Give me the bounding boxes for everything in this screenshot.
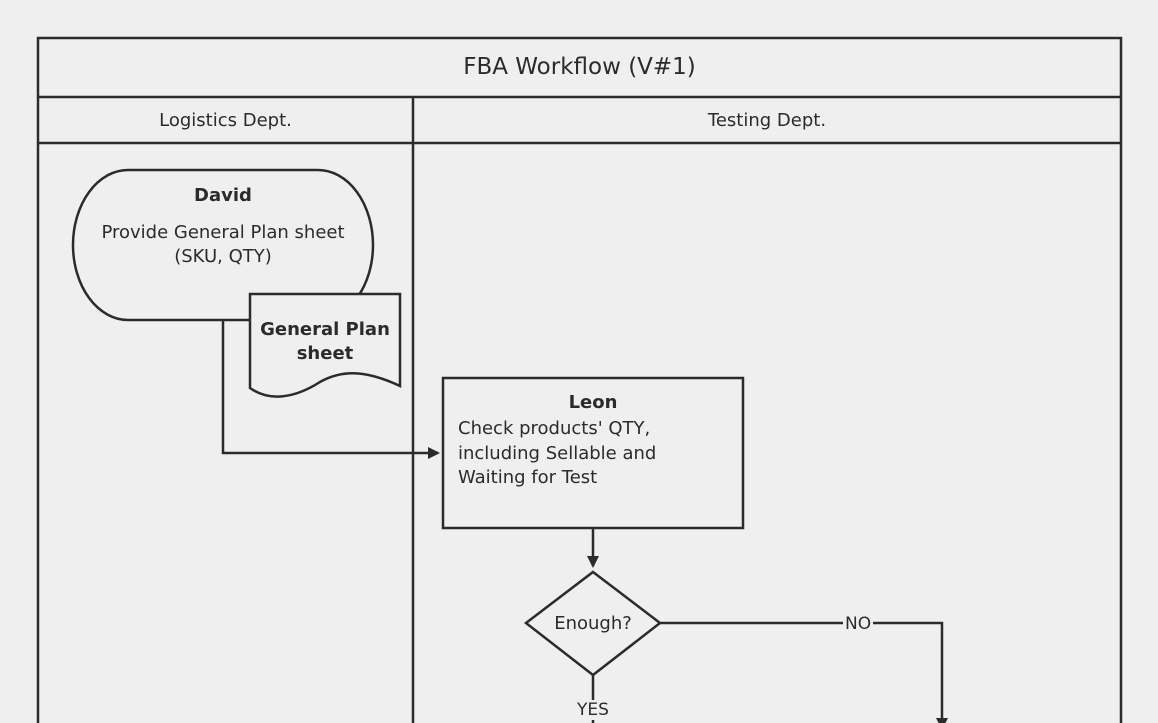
edge-label-yes: YES bbox=[575, 700, 611, 720]
leon-owner-label: Leon bbox=[568, 392, 618, 413]
connector-no-branch[interactable] bbox=[660, 621, 948, 723]
pool-frame bbox=[36, 36, 1123, 723]
diagram-title: FBA Workflow (V#1) bbox=[463, 54, 696, 80]
leon-task-line1: Check products' QTY, bbox=[458, 418, 651, 439]
edge-label-no: NO bbox=[843, 614, 874, 634]
lane-header-testing: Testing Dept. bbox=[707, 109, 827, 131]
decision-label: Enough? bbox=[554, 613, 632, 634]
lane-header-logistics: Logistics Dept. bbox=[159, 109, 292, 131]
leon-task-line2: including Sellable and bbox=[458, 443, 657, 464]
document-label-line2: sheet bbox=[296, 343, 354, 364]
general-plan-document-shape[interactable] bbox=[248, 292, 402, 398]
leon-task-line3: Waiting for Test bbox=[458, 467, 598, 488]
connector-david-to-leon[interactable] bbox=[221, 320, 440, 459]
leon-process-shape[interactable] bbox=[441, 376, 745, 530]
david-task-line1: Provide General Plan sheet bbox=[101, 222, 345, 243]
david-owner-label: David bbox=[194, 185, 252, 206]
document-label-line1: General Plan bbox=[260, 319, 390, 340]
david-task-line2: (SKU, QTY) bbox=[174, 246, 272, 267]
